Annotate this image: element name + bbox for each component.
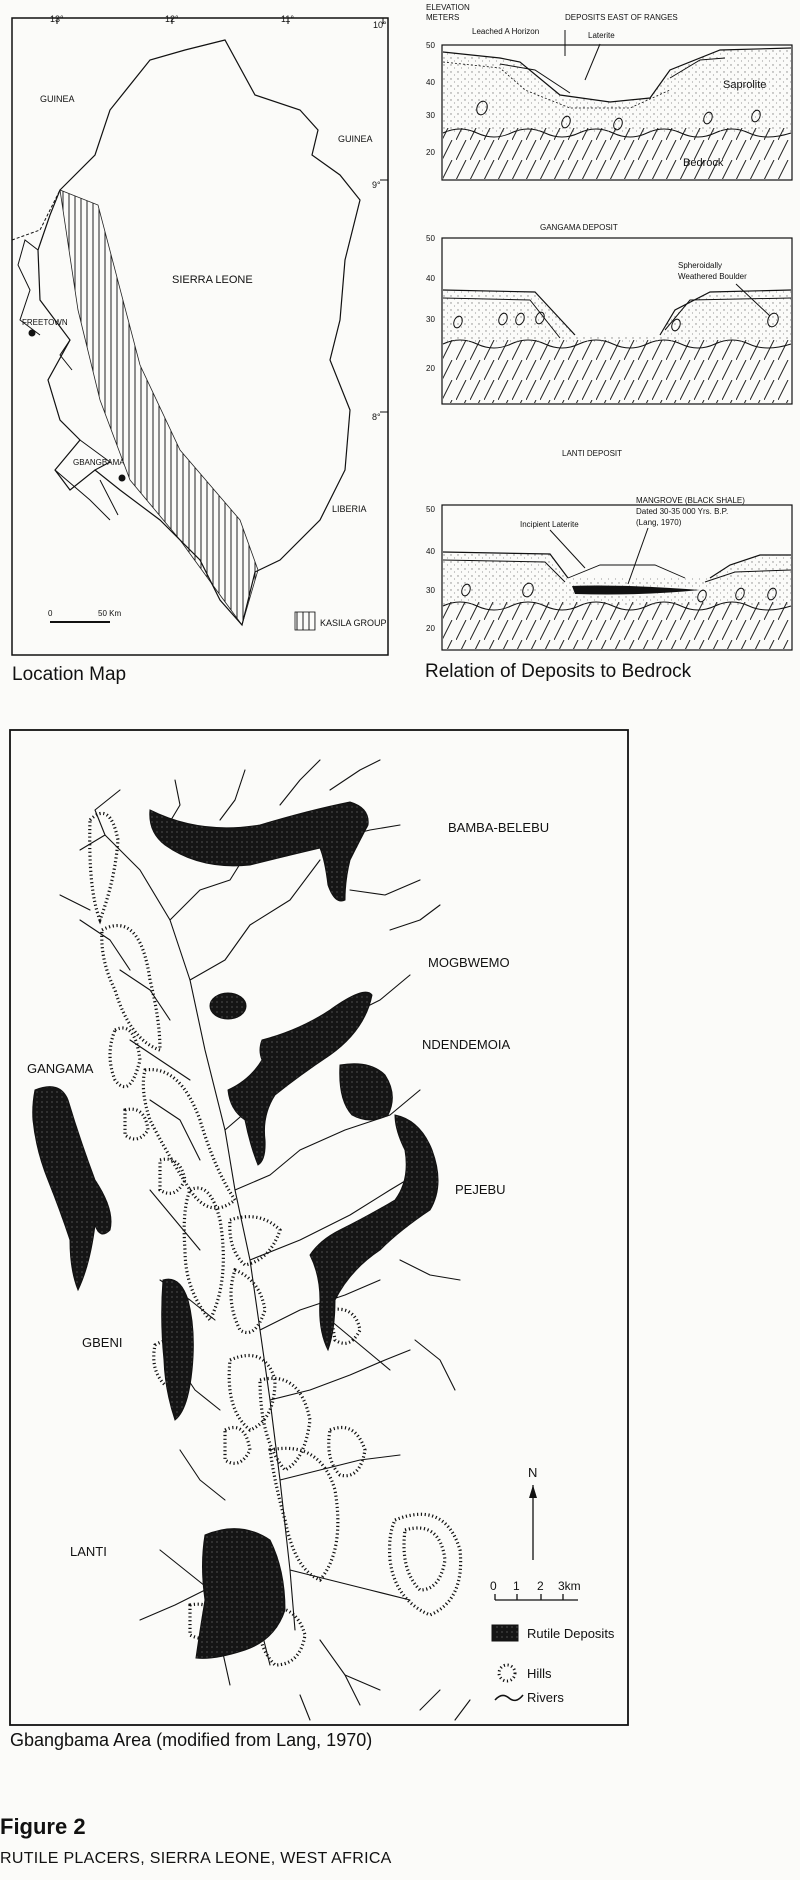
location-map-frame (11, 17, 389, 656)
panel1-tick-20: 20 (426, 148, 435, 157)
area-map-frame (9, 729, 629, 1726)
elevation-axis-title-1: ELEVATION (426, 3, 470, 12)
place-label-ndendemoia: NDENDEMOIA (422, 1037, 510, 1052)
legend-hills-label: Hills (527, 1666, 552, 1681)
area-scale-0: 0 (490, 1579, 497, 1593)
panel1-label-laterite: Laterite (588, 31, 615, 40)
coastline-detail (17, 239, 119, 521)
panel3-label-mangrove-2: Dated 30-35 000 Yrs. B.P. (636, 507, 728, 516)
legend-rivers-icon (494, 1694, 524, 1702)
panel3-tick-50: 50 (426, 505, 435, 514)
panel2-tick-30: 30 (426, 315, 435, 324)
north-arrow-label: N (528, 1465, 537, 1480)
panel3-tick-30: 30 (426, 586, 435, 595)
panel1-tick-50: 50 (426, 41, 435, 50)
label-sierra-leone: SIERRA LEONE (172, 274, 253, 286)
place-label-gbeni: GBENI (82, 1335, 122, 1350)
area-scale-2: 2 (537, 1579, 544, 1593)
mangrove-black-shale (572, 585, 700, 595)
hill-outlines (88, 811, 463, 1667)
panel3-label-incipient: Incipient Laterite (520, 520, 579, 529)
panel1-label-leached: Leached A Horizon (472, 27, 539, 36)
kasila-legend-label: KASILA GROUP (320, 618, 387, 628)
latitude-label-8: 8° (372, 412, 381, 422)
elevation-axis-title-2: METERS (426, 13, 459, 22)
location-map: 13° 12° 11° 10° 9° 8° GUINEA GUINEA SIER… (11, 14, 389, 656)
section-panel-gangama: GANGAMA DEPOSIT Spheroidally Weathered B… (426, 223, 793, 405)
longitude-label-10: 10° (373, 20, 387, 30)
panel2-label-boulder-1: Spheroidally (678, 261, 722, 270)
gbangbama-marker (118, 474, 126, 482)
label-liberia: LIBERIA (332, 504, 367, 514)
label-guinea-east: GUINEA (338, 134, 373, 144)
panel1-label-saprolite: Saprolite (723, 79, 766, 91)
label-guinea-west: GUINEA (40, 94, 75, 104)
panel2-tick-20: 20 (426, 364, 435, 373)
panel3-tick-20: 20 (426, 624, 435, 633)
area-scale-3km: 3km (558, 1579, 581, 1593)
panel2-tick-40: 40 (426, 274, 435, 283)
section-panel-lanti: LANTI DEPOSIT MANGROVE (BLACK SHALE) Dat… (426, 449, 793, 651)
legend-rivers-label: Rivers (527, 1690, 564, 1705)
figure-subtitle: RUTILE PLACERS, SIERRA LEONE, WEST AFRIC… (0, 1850, 392, 1867)
latitude-label-9: 9° (372, 180, 381, 190)
longitude-label-11: 11° (281, 14, 294, 24)
place-label-bamba-belebu: BAMBA-BELEBU (448, 820, 549, 835)
longitude-ticks (56, 18, 388, 413)
gbangbama-area-map: BAMBA-BELEBU MOGBWEMO NDENDEMOIA GANGAMA… (9, 729, 629, 1726)
legend-rutile-swatch (491, 1624, 519, 1642)
location-map-caption: Location Map (12, 664, 127, 685)
panel1-tick-40: 40 (426, 78, 435, 87)
label-gbangbama: GBANGBAMA (73, 458, 125, 467)
bedrock-sections: ELEVATION METERS DEPOSITS EAST OF RANGES… (426, 3, 793, 651)
panel2-title: GANGAMA DEPOSIT (540, 223, 618, 232)
panel1-label-bedrock: Bedrock (683, 157, 724, 169)
figure-title: Figure 2 (0, 1814, 86, 1839)
sierra-leone-outline (37, 39, 361, 627)
panel1-tick-30: 30 (426, 111, 435, 120)
location-scale-end: 50 Km (98, 609, 121, 618)
longitude-label-12: 12° (165, 14, 179, 24)
place-label-gangama: GANGAMA (27, 1061, 94, 1076)
panel2-tick-50: 50 (426, 234, 435, 243)
place-label-lanti: LANTI (70, 1544, 107, 1559)
area-scale-1: 1 (513, 1579, 520, 1593)
legend-rutile-label: Rutile Deposits (527, 1626, 615, 1641)
place-label-mogbwemo: MOGBWEMO (428, 955, 510, 970)
area-scale-bar (494, 1594, 578, 1601)
kasila-group-belt (59, 189, 259, 626)
kasila-legend-swatch (294, 611, 316, 631)
location-scale-zero: 0 (48, 609, 53, 618)
rutile-deposits (32, 801, 439, 1659)
section-panel-east-of-ranges: DEPOSITS EAST OF RANGES Leached A Horizo… (426, 13, 793, 181)
longitude-label-13: 13° (50, 14, 64, 24)
area-map-caption: Gbangbama Area (modified from Lang, 1970… (10, 1730, 373, 1750)
panel1-title: DEPOSITS EAST OF RANGES (565, 13, 678, 22)
place-label-pejebu: PEJEBU (455, 1182, 506, 1197)
panel2-label-boulder-2: Weathered Boulder (678, 272, 747, 281)
freetown-marker (28, 329, 36, 337)
legend-hills-icon (497, 1663, 517, 1683)
label-freetown: FREETOWN (22, 318, 68, 327)
sections-caption: Relation of Deposits to Bedrock (425, 661, 692, 682)
panel3-label-mangrove-1: MANGROVE (BLACK SHALE) (636, 496, 745, 505)
guinea-border (11, 189, 61, 241)
panel3-title: LANTI DEPOSIT (562, 449, 622, 458)
panel3-tick-40: 40 (426, 547, 435, 556)
panel3-label-mangrove-3: (Lang, 1970) (636, 518, 682, 527)
